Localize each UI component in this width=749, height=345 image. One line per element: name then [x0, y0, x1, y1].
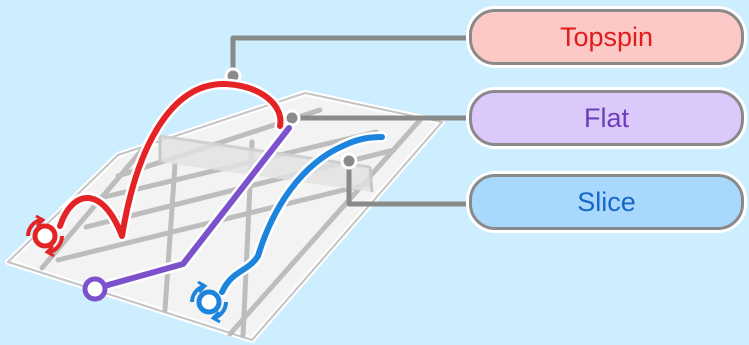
flat-trajectory: [105, 125, 292, 288]
topspin-label-pill: Topspin: [469, 9, 744, 65]
flat-label-pill: Flat: [469, 90, 744, 146]
slice-connector-dot: [340, 152, 358, 170]
topspin-label: Topspin: [559, 21, 654, 52]
slice-rotation-ball-icon: [190, 280, 228, 324]
flat-label: Flat: [583, 102, 629, 133]
callout-connectors: [230, 35, 475, 207]
topspin-rotation-ball-icon: [26, 214, 64, 258]
topspin-connector: [230, 35, 475, 77]
trajectories: [54, 78, 388, 298]
topspin-trajectory: [57, 80, 284, 239]
flat-ball-icon: [82, 276, 108, 302]
slice-label: Slice: [577, 186, 636, 217]
slice-label-pill: Slice: [469, 174, 744, 230]
slice-connector: [346, 158, 475, 207]
slice-trajectory: [219, 134, 385, 295]
